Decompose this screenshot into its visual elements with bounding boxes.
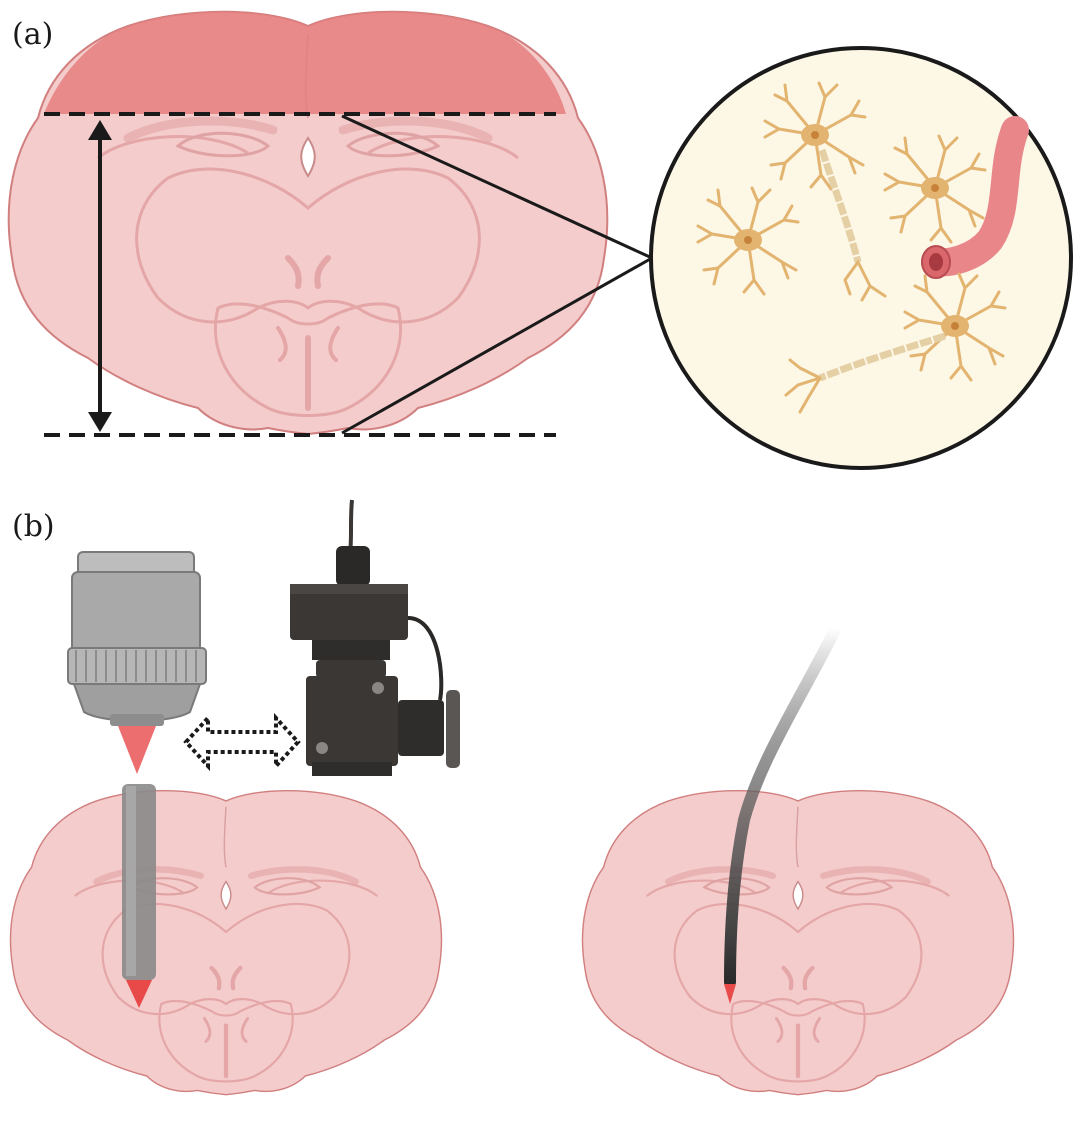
grin-lens-icon — [122, 784, 156, 1008]
brain-section-b-left — [11, 791, 442, 1095]
zoom-line-bottom — [341, 256, 653, 435]
camera-icon — [290, 499, 460, 776]
zoom-line-top — [341, 114, 653, 260]
blood-vessel-icon — [921, 116, 1029, 279]
depth-arrow — [88, 120, 112, 432]
brain-section-a — [9, 12, 608, 434]
optical-fiber-icon — [724, 622, 842, 1004]
objective-lens-icon — [67, 551, 207, 774]
neural-tissue-inset — [649, 46, 1073, 470]
panel-a-label: (a) — [12, 17, 53, 52]
panel-b-label: (b) — [12, 509, 55, 544]
bidirectional-arrow-icon — [183, 712, 301, 772]
brain-section-b-right — [583, 791, 1014, 1095]
